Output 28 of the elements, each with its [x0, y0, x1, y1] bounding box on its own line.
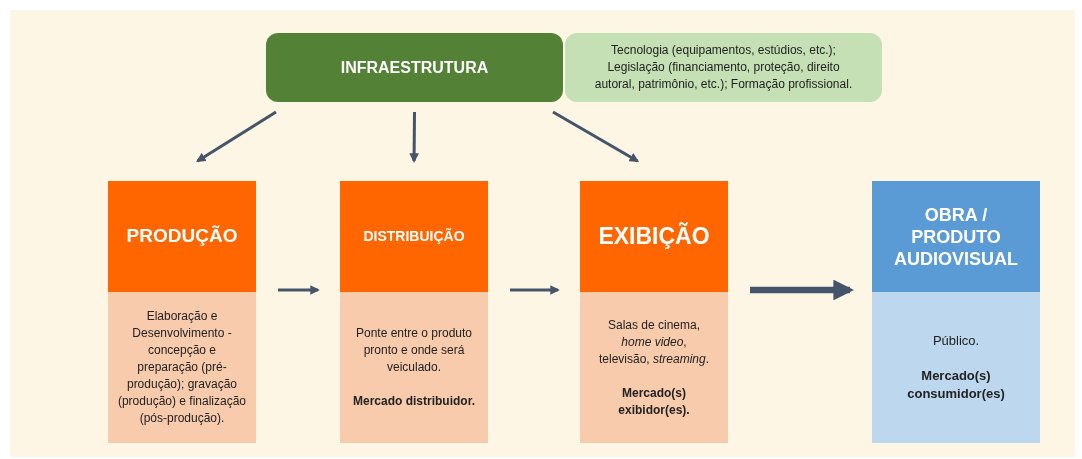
box-text: PRODUÇÃO: [126, 224, 238, 249]
stage-header: [580, 181, 728, 292]
arrow: [409, 112, 419, 163]
stage-header: [108, 181, 256, 292]
box-text: Salas de cinema, home video, televisão, streaming.: [597, 316, 711, 368]
arrow: [278, 285, 320, 295]
box-text: Elaboração e Desenvolvimento - concepção e preparação (pré-produção); gravação (produção) e finalização (pós-produção).: [116, 308, 248, 427]
box-note: Mercado(s) consumidor(es): [906, 367, 1006, 403]
note-box: [565, 33, 882, 102]
box-text: Público.: [932, 332, 980, 350]
stage-description: [580, 292, 728, 443]
process-box: [266, 33, 563, 102]
result-header: [872, 181, 1040, 292]
stage-description: [108, 292, 256, 443]
stage-description: [340, 292, 488, 443]
box-text: Ponte entre o produto pronto e onde será veiculado.: [354, 325, 474, 376]
arrow: [510, 285, 560, 295]
arrow: [196, 110, 277, 163]
box-text: OBRA / PRODUTO AUDIOVISUAL: [893, 203, 1019, 270]
box-text: DISTRIBUIÇÃO: [363, 227, 465, 246]
box-note: Mercado(s) exibidor(es).: [617, 384, 691, 419]
box-note: Mercado distribuidor.: [353, 393, 475, 410]
stage-header: [340, 181, 488, 292]
arrow: [552, 110, 640, 163]
box-text: INFRAESTRUTURA: [340, 57, 489, 78]
box-text: Tecnologia (equipamentos, estúdios, etc.); Legislação (financiamento, proteção, direito autoral, patrimônio, etc.); Formação profissional.: [593, 42, 854, 93]
result-description: [872, 292, 1040, 443]
box-text: EXIBIÇÃO: [598, 221, 710, 252]
